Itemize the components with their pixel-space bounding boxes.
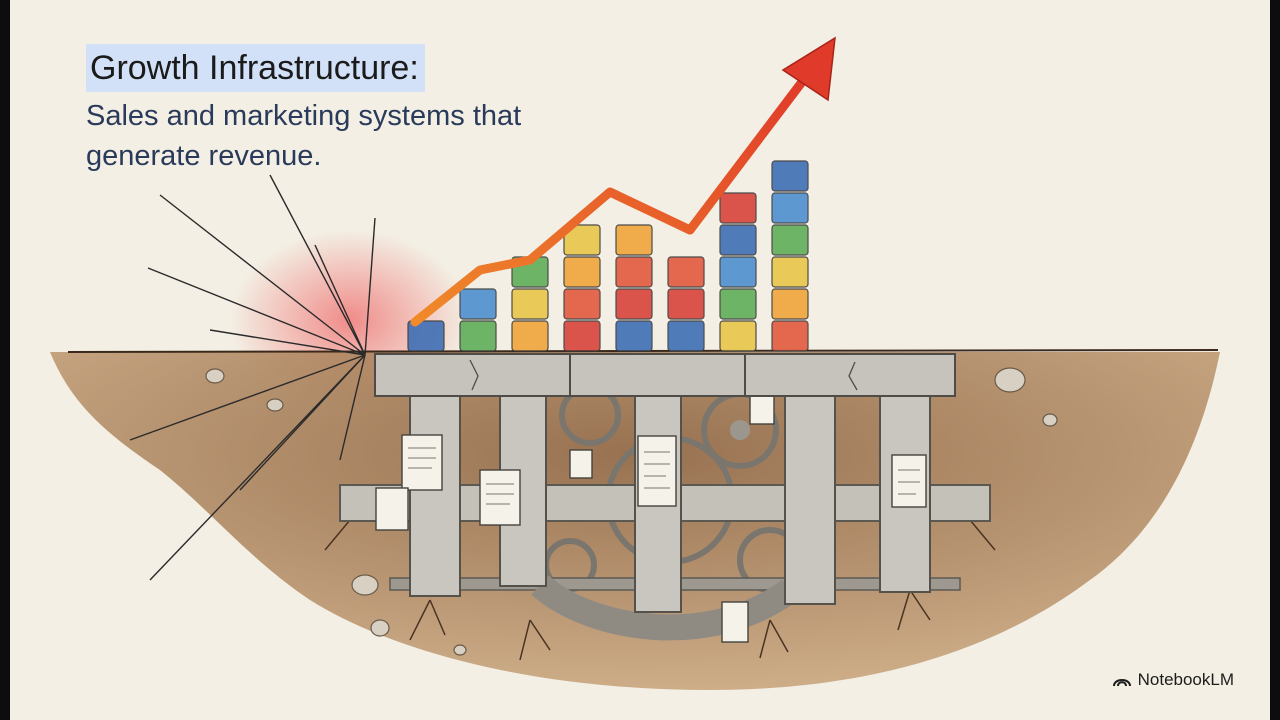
- documents: [375, 395, 927, 643]
- bar-block: [667, 288, 705, 320]
- burst-lines: [129, 174, 376, 581]
- notebooklm-brand: NotebookLM: [1112, 670, 1234, 690]
- right-letterbox: [1270, 0, 1280, 720]
- bar-block: [615, 224, 653, 256]
- bar-column: [563, 224, 601, 352]
- bar-block: [667, 320, 705, 352]
- roots: [324, 519, 996, 661]
- bar-block: [459, 288, 497, 320]
- bar-block: [719, 288, 757, 320]
- bar-block: [615, 256, 653, 288]
- bar-column: [771, 160, 809, 352]
- curved-pipe: [531, 575, 798, 641]
- bar-block: [563, 256, 601, 288]
- title-block: Growth Infrastructure: Sales and marketi…: [86, 44, 546, 176]
- growth-infrastructure-illustration: [50, 36, 1220, 690]
- bar-block: [511, 288, 549, 320]
- bar-block: [771, 224, 809, 256]
- bar-block: [563, 320, 601, 352]
- notebooklm-logo-icon: [1112, 679, 1131, 687]
- brand-name: NotebookLM: [1137, 670, 1234, 689]
- slide: Growth Infrastructure: Sales and marketi…: [10, 0, 1270, 720]
- bar-block: [511, 320, 549, 352]
- bar-block: [615, 288, 653, 320]
- bar-block: [667, 256, 705, 288]
- pebbles: [205, 367, 1058, 656]
- concrete-slab: [374, 353, 956, 397]
- bar-column: [667, 256, 705, 352]
- growth-arrow: [410, 36, 836, 327]
- bar-blocks: [407, 160, 809, 352]
- bar-block: [771, 192, 809, 224]
- bar-column: [615, 224, 653, 352]
- bar-block: [771, 288, 809, 320]
- bar-block: [615, 320, 653, 352]
- bar-block: [719, 256, 757, 288]
- bar-block: [719, 224, 757, 256]
- bar-block: [771, 320, 809, 352]
- bar-block: [771, 256, 809, 288]
- bar-column: [511, 256, 549, 352]
- bar-block: [719, 320, 757, 352]
- bar-column: [459, 288, 497, 352]
- slide-subtitle: Sales and marketing systems that generat…: [86, 100, 522, 172]
- bar-block: [407, 320, 445, 352]
- bar-column: [407, 320, 445, 352]
- left-letterbox: [0, 0, 10, 720]
- bar-block: [563, 224, 601, 256]
- bar-column: [719, 192, 757, 352]
- bar-block: [771, 160, 809, 192]
- document-lines: [408, 447, 920, 505]
- bar-block: [719, 192, 757, 224]
- bar-block: [563, 288, 601, 320]
- bar-block: [459, 320, 497, 352]
- slide-title: Growth Infrastructure:: [86, 44, 425, 92]
